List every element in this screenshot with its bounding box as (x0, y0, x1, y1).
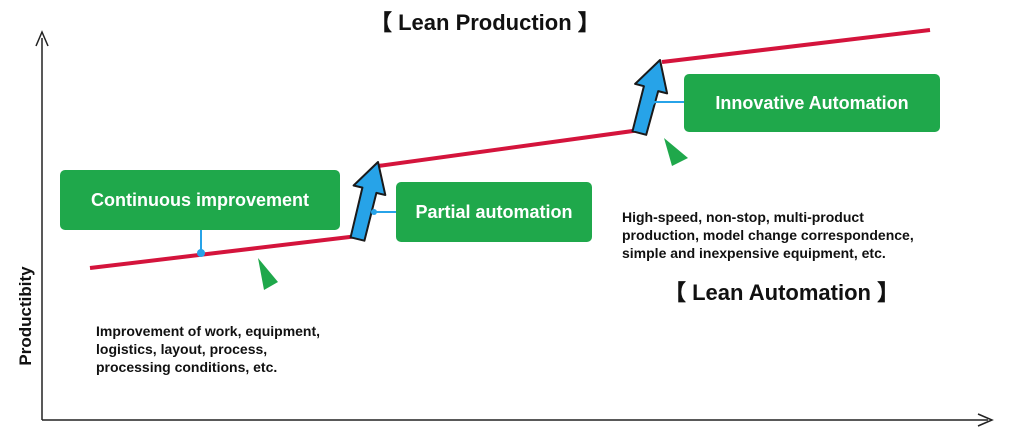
note-continuous-line-3: processing conditions, etc. (96, 359, 278, 375)
note-continuous-improvement: Improvement of work, equipment, logistic… (96, 322, 320, 376)
note-innovative-automation: High-speed, non-stop, multi-product prod… (622, 208, 914, 262)
note-continuous-line-1: Improvement of work, equipment, (96, 323, 321, 339)
connector-continuous-dot (197, 249, 205, 257)
trend-line-segment-2 (377, 128, 641, 168)
title-lean-production: 【 Lean Production 】 (370, 10, 600, 35)
box-continuous-improvement: Continuous improvement (60, 170, 340, 230)
connector-innovative-dot (649, 99, 655, 105)
note-innovative-line-1: High-speed, non-stop, multi-product (622, 209, 864, 225)
trend-line-segment-3 (661, 28, 931, 64)
y-axis-label: Productibity (16, 266, 35, 366)
note-innovative-line-2: production, model change correspondence, (622, 227, 914, 243)
y-axis-arrowhead (35, 30, 49, 47)
pointer-continuous (258, 258, 278, 290)
pointer-innovative (664, 138, 688, 166)
box-partial-automation: Partial automation (396, 182, 592, 242)
step-arrow-2 (631, 59, 669, 136)
x-axis-arrowhead (977, 413, 994, 427)
title-lean-automation: 【 Lean Automation 】 (664, 280, 900, 305)
box-innovative-automation: Innovative Automation (684, 74, 940, 132)
connector-partial-dot (371, 209, 377, 215)
note-innovative-line-3: simple and inexpensive equipment, etc. (622, 245, 886, 261)
trend-line-segment-1 (89, 234, 359, 270)
step-arrow-1 (349, 161, 387, 242)
note-continuous-line-2: logistics, layout, process, (96, 341, 268, 357)
